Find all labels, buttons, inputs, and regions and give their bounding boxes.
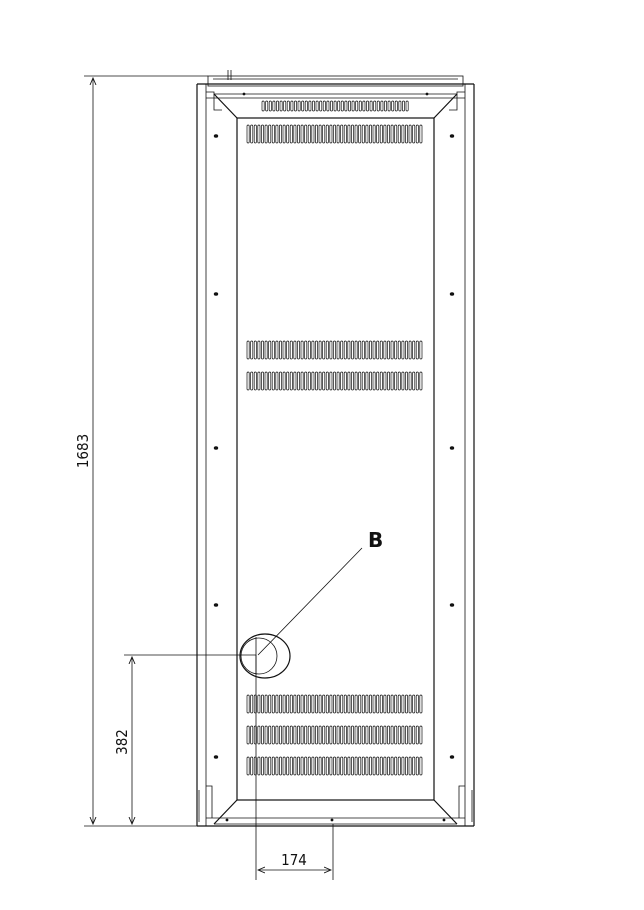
mounting-hole bbox=[449, 603, 455, 607]
dimension-outlet-height: 382 bbox=[113, 654, 256, 824]
dimension-label-outlet-offset: 174 bbox=[281, 851, 307, 869]
mounting-hole bbox=[213, 603, 219, 607]
dimension-overall-height: 1683 bbox=[74, 75, 208, 827]
mounting-hole bbox=[213, 292, 219, 296]
callout-leader-line bbox=[257, 547, 363, 656]
flue-outlet bbox=[239, 633, 291, 679]
edge-screw bbox=[442, 818, 446, 822]
mounting-hole bbox=[449, 446, 455, 450]
vent-row-top-narrow bbox=[261, 100, 409, 112]
mounting-hole bbox=[213, 755, 219, 759]
mounting-hole bbox=[213, 134, 219, 138]
vent-row-middle-2 bbox=[246, 371, 423, 391]
vent-row-bottom-1 bbox=[246, 694, 423, 714]
edge-screw bbox=[425, 92, 429, 96]
ventilation-slots bbox=[246, 100, 423, 776]
vent-row-middle-1 bbox=[246, 340, 423, 360]
edge-screw bbox=[330, 818, 334, 822]
vent-row-bottom-2 bbox=[246, 725, 423, 745]
inner-panel bbox=[213, 93, 458, 825]
mounting-holes bbox=[213, 92, 455, 822]
callout-label-b: B bbox=[368, 528, 383, 552]
cabinet-outline bbox=[196, 70, 475, 827]
mounting-hole bbox=[213, 446, 219, 450]
dimension-label-overall-height: 1683 bbox=[74, 434, 92, 468]
mounting-hole bbox=[449, 134, 455, 138]
dimension-label-outlet-height: 382 bbox=[113, 729, 131, 755]
mounting-hole bbox=[449, 292, 455, 296]
dimension-outlet-offset: 174 bbox=[255, 655, 334, 880]
vent-row-top bbox=[246, 124, 423, 144]
edge-screw bbox=[242, 92, 246, 96]
vent-row-bottom-3 bbox=[246, 756, 423, 776]
edge-screw bbox=[225, 818, 229, 822]
mounting-hole bbox=[449, 755, 455, 759]
